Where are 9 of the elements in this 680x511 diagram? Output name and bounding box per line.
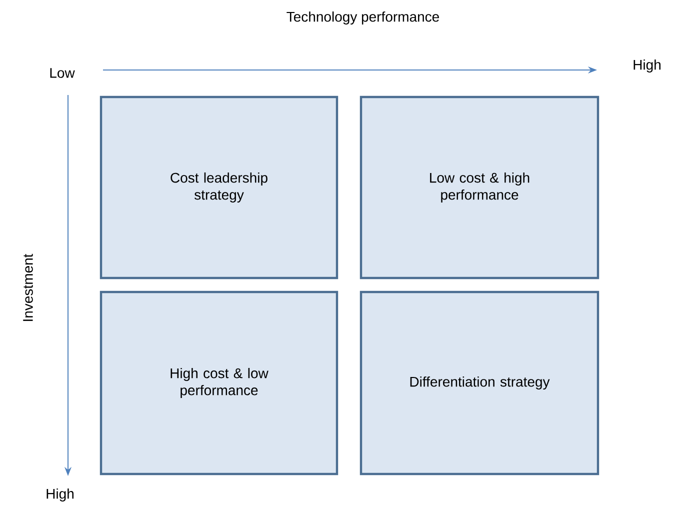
- axis-end-label: High: [634, 59, 660, 72]
- axis-title: Investment: [23, 254, 33, 321]
- quadrant-box: Differentiation strategy: [360, 290, 600, 476]
- axis-end-label: High: [46, 488, 74, 502]
- quadrant-box: Cost leadership strategy: [100, 96, 338, 280]
- quadrant-box: Low cost & high performance: [360, 96, 600, 280]
- axis-title: Technology performance: [286, 11, 439, 25]
- quadrant-box: High cost & low performance: [100, 290, 338, 476]
- axis-end-label: Low: [50, 68, 75, 78]
